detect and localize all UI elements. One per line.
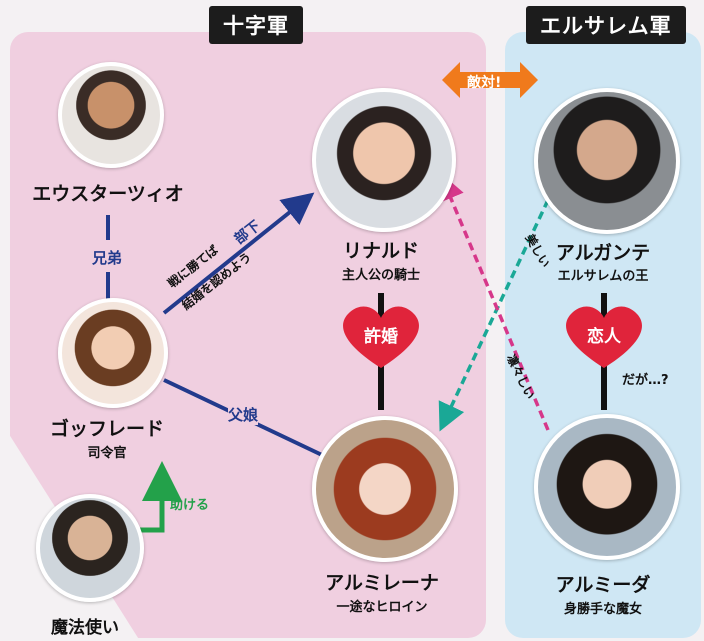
argante-portrait: [534, 88, 680, 234]
goffredo-role: 司令官: [87, 446, 127, 461]
lovers-label: 恋人: [587, 327, 621, 347]
crusaders-label: 十字軍: [209, 6, 303, 44]
argante-name: アルガンテ: [555, 242, 651, 264]
helps-label: 助ける: [170, 498, 210, 513]
engaged-label: 許婚: [364, 327, 398, 347]
rinaldo-role: 主人公の騎士: [341, 268, 420, 283]
almirena-name: アルミレーナ: [325, 572, 439, 594]
father-daughter-label: 父娘: [228, 404, 259, 425]
goffredo-name: ゴッフレード: [49, 418, 164, 440]
almirena-portrait: [312, 416, 458, 562]
armida-role: 身勝手な魔女: [563, 602, 642, 617]
lovers-heart: [566, 306, 642, 368]
armida-portrait: [534, 414, 680, 560]
jerusalem-label: エルサレム軍: [526, 6, 686, 44]
armida-name: アルミーダ: [555, 574, 651, 596]
eustazio-portrait: [58, 62, 164, 168]
rinaldo-portrait: [312, 88, 456, 232]
engaged-heart: [343, 306, 419, 368]
goffredo-portrait: [58, 298, 168, 408]
mage-name: 魔法使い: [51, 618, 119, 638]
argante-role: エルサレムの王: [557, 269, 649, 284]
rinaldo-name: リナルド: [342, 240, 419, 262]
but-label: だが…?: [622, 373, 669, 388]
enmity-arrow: [442, 62, 538, 98]
eustazio-name: エウスターツィオ: [32, 183, 184, 205]
almirena-role: 一途なヒロイン: [336, 600, 428, 615]
brothers-label: 兄弟: [92, 247, 123, 268]
mage-portrait: [36, 494, 144, 602]
enmity-label: 敵対!: [467, 75, 502, 91]
